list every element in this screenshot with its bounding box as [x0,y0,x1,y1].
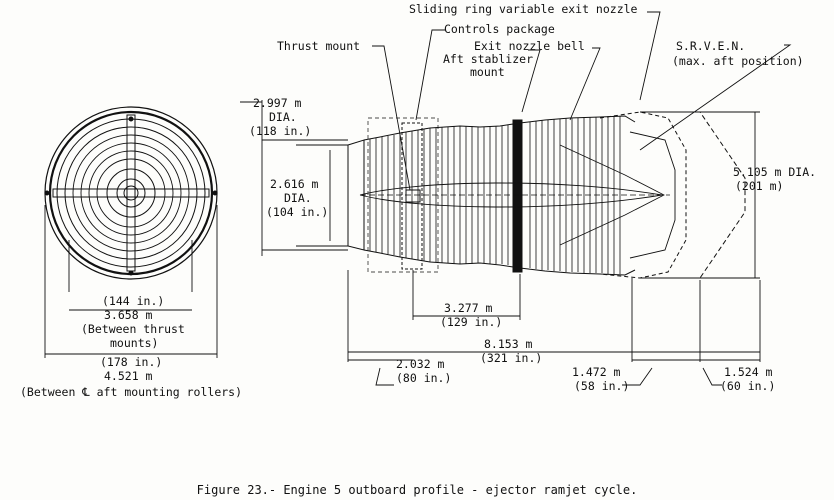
dim-178-in: (178 in.) [100,355,163,369]
engine-side-view [347,111,746,279]
label-controls-package: Controls package [444,22,555,36]
dim-3658-m: 3.658 m [104,308,153,322]
dim-between-thrust-mounts: mounts) [110,336,159,350]
label-sliding-ring-nozzle: Sliding ring variable exit nozzle [409,2,638,16]
dim-2032-in: (80 in.) [396,371,452,385]
dim-1524-m: 1.524 m [724,365,773,379]
dim-2032-m: 2.032 m [396,357,445,371]
dim-1472-in: (58 in.) [574,379,630,393]
dim-4521-m: 4.521 m [104,369,153,383]
dim-5105-in: (201 m) [735,179,784,193]
dim-8153-m: 8.153 m [484,337,533,351]
figure-caption: Figure 23.- Engine 5 outboard profile - … [196,483,638,497]
dim-1472-m: 1.472 m [572,365,621,379]
dim-144-in: (144 in.) [102,294,165,308]
engine-end-view [44,106,218,280]
label-aft-stabilizer: Aft stablizer [443,52,534,66]
dim-8153-in: (321 in.) [480,351,543,365]
dim-2616-in: (104 in.) [266,205,329,219]
dim-between-rollers: (Between ℄ aft mounting rollers) [20,385,243,399]
dim-5105-m: 5.105 m DIA. [733,165,817,179]
label-exit-nozzle-bell: Exit nozzle bell [474,39,585,53]
dim-2616-m: 2.616 m [270,177,319,191]
dim-1524-in: (60 in.) [720,379,776,393]
dim-2997-m: 2.997 m [253,96,302,110]
label-sreven: S.R.V.E.N. [676,39,746,53]
dim-2616-dia: DIA. [284,191,312,205]
dim-3277-in: (129 in.) [440,315,503,329]
dim-2997-in: (118 in.) [249,124,312,138]
dim-3277-m: 3.277 m [444,301,493,315]
label-sreven-position: (max. aft position) [672,54,804,68]
dim-between-thrust: (Between thrust [81,322,185,336]
label-thrust-mount: Thrust mount [277,39,361,53]
dim-2997-dia: DIA. [269,110,297,124]
label-aft-stabilizer-mount: mount [470,65,505,79]
